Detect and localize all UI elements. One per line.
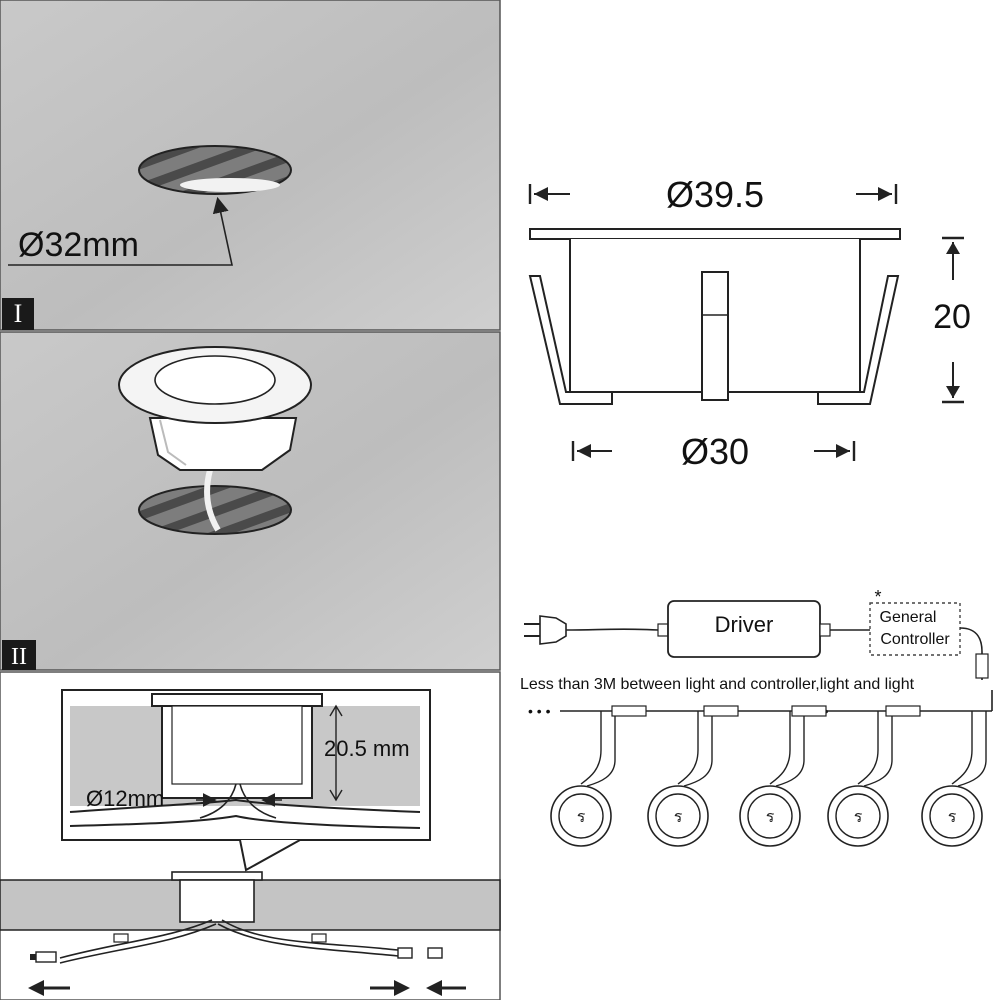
hole-leader-line	[8, 196, 233, 266]
controller-label-line1: General	[880, 609, 937, 626]
arrow-right-icon	[370, 980, 410, 996]
general-controller-box: General Controller *	[869, 587, 961, 656]
optional-asterisk: *	[874, 587, 881, 607]
body-width-arrows	[571, 441, 856, 461]
step-two-panel: II	[0, 331, 501, 671]
top-diameter-label: Ø39.5	[666, 174, 764, 215]
cable-hole-label: Ø12mm	[86, 786, 164, 811]
deck-light-icon: ร	[885, 705, 987, 847]
dimension-drawing: Ø39.5 20 Ø30	[528, 174, 971, 472]
arrow-left-icon	[426, 980, 466, 996]
cable-connector	[885, 705, 921, 717]
height-label: 20	[933, 298, 971, 336]
driver-label: Driver	[715, 612, 774, 637]
light-glyph: ร	[948, 807, 957, 826]
fixture-profile	[528, 228, 901, 405]
light-insertion-icon	[118, 346, 312, 535]
step-one-marker: I	[14, 299, 23, 328]
distance-note: Less than 3M between light and controlle…	[520, 676, 915, 693]
controller-label-line2: Controller	[880, 631, 950, 648]
body-diameter-label: Ø30	[681, 431, 749, 472]
step-two-marker: II	[11, 644, 27, 670]
connector-plug-left	[30, 951, 57, 963]
cross-section-panel: 20.5 mm Ø12mm	[0, 671, 501, 1000]
deck-light-icon: ร	[550, 711, 616, 847]
height-arrows	[942, 236, 964, 404]
cable-connector	[703, 705, 739, 717]
step-one-panel: Ø32mm I	[0, 0, 501, 331]
light-glyph: ร	[674, 807, 683, 826]
callout-pointer	[239, 839, 301, 872]
light-glyph: ร	[766, 807, 775, 826]
connector-plug-right	[397, 947, 443, 959]
step-marker-badge	[2, 640, 36, 670]
power-plug-icon	[524, 615, 659, 645]
light-glyph: ร	[577, 807, 586, 826]
step-marker-badge	[2, 298, 34, 330]
wiring-diagram: Driver General Controller * Less than 3M…	[520, 587, 993, 847]
hole-diameter-label: Ø32mm	[18, 226, 139, 264]
light-glyph: ร	[854, 807, 863, 826]
depth-label: 20.5 mm	[324, 736, 410, 761]
deck-light-icon: ร	[611, 705, 713, 847]
cable-connector	[611, 705, 647, 717]
cable-connector	[791, 705, 827, 717]
arrow-left-icon	[28, 980, 70, 996]
deck-light-icon: ร	[791, 705, 893, 847]
deck-light-icon: ร	[703, 705, 805, 847]
driver-box: Driver	[657, 600, 831, 658]
inline-connector	[975, 653, 989, 679]
cutout-hole-icon	[138, 145, 292, 195]
top-width-arrows	[528, 184, 898, 204]
light-string: รรรรร	[550, 705, 987, 847]
ellipsis-left: • • •	[528, 703, 551, 719]
